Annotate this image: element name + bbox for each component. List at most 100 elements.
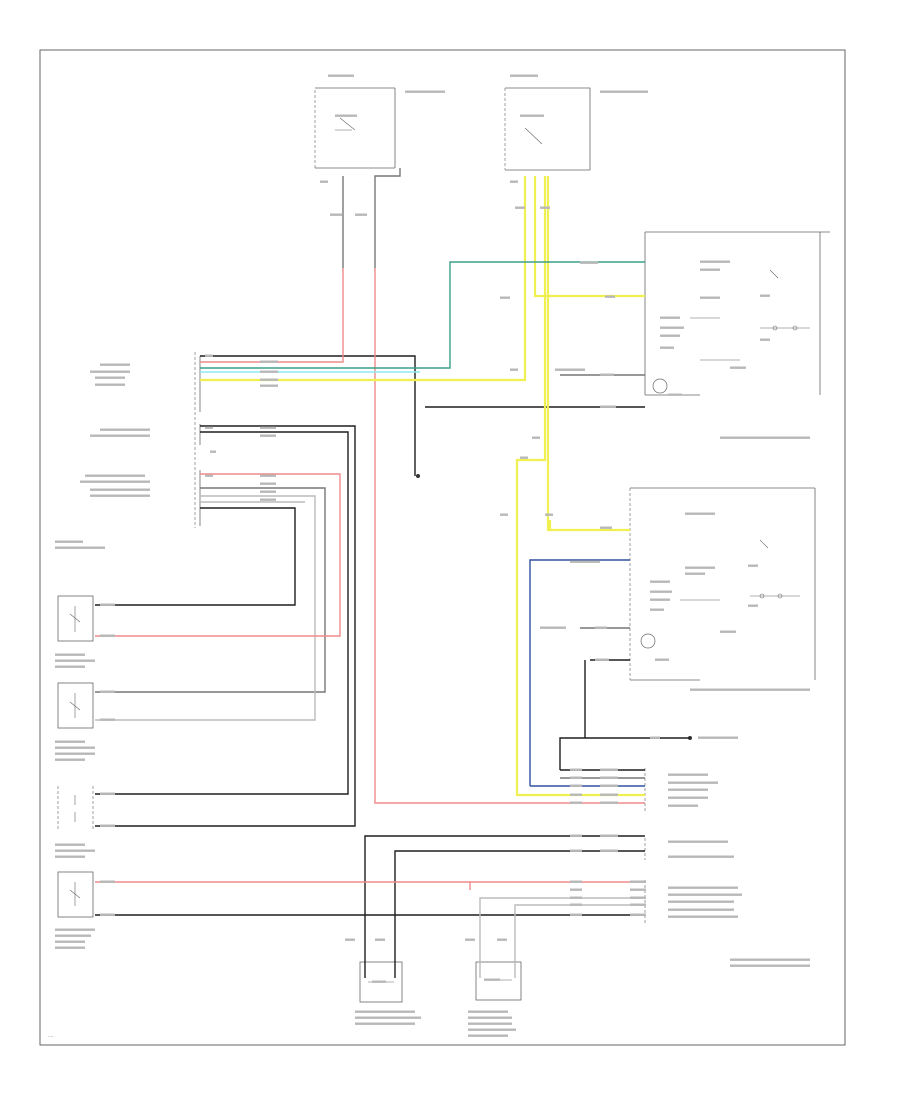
label-mark-55: [55, 849, 95, 852]
label-mark-136: [668, 900, 734, 903]
label-mark-139: [730, 958, 810, 961]
label-mark-127: [570, 903, 582, 906]
wire-black-6: [364, 835, 645, 978]
label-mark-66: [660, 334, 680, 337]
label-mark-119: [570, 849, 582, 852]
label-mark-120: [600, 834, 618, 837]
label-mark-129: [630, 880, 646, 883]
label-mark-65: [660, 326, 684, 329]
label-mark-27: [210, 450, 216, 453]
wire-black-3: [95, 431, 349, 795]
label-mark-56: [55, 855, 85, 858]
label-mark-41: [100, 690, 115, 693]
wire-yellow-30: [546, 176, 630, 532]
label-mark-70: [760, 294, 770, 297]
label-mark-84: [600, 526, 612, 529]
label-mark-125: [570, 888, 582, 891]
label-mark-42: [100, 718, 115, 721]
page-reference: ....: [48, 1034, 54, 1039]
wire-red-22: [200, 268, 344, 363]
wire-green-32: [200, 261, 645, 369]
label-mark-152: [468, 1022, 512, 1025]
label-mark-107: [570, 801, 582, 804]
label-mark-85: [685, 512, 715, 515]
label-mark-64: [660, 316, 680, 319]
label-mark-75: [555, 368, 585, 371]
label-mark-53: [55, 758, 85, 761]
driver-seat-control-module: [194, 352, 201, 528]
label-mark-91: [650, 608, 664, 611]
label-mark-60: [55, 946, 85, 949]
label-mark-143: [465, 938, 475, 941]
diagram-frame: [39, 49, 846, 1046]
label-mark-6: [520, 114, 544, 117]
label-mark-8: [510, 180, 518, 183]
label-mark-69: [668, 393, 682, 396]
label-mark-144: [497, 938, 507, 941]
label-mark-20: [260, 378, 278, 381]
label-mark-49: [55, 665, 85, 668]
label-mark-97: [540, 626, 566, 629]
label-mark-131: [630, 896, 646, 899]
label-mark-80: [532, 436, 540, 439]
wire-layer: [95, 168, 690, 978]
label-mark-89: [650, 590, 672, 593]
passenger-presence-sensor: [475, 961, 522, 1001]
label-mark-1: [328, 74, 354, 77]
label-mark-19: [260, 370, 278, 373]
label-mark-95: [748, 604, 758, 607]
label-mark-153: [468, 1028, 516, 1031]
label-mark-15: [95, 376, 125, 379]
label-mark-51: [55, 746, 95, 749]
label-mark-50: [55, 740, 85, 743]
label-mark-146: [484, 978, 500, 981]
label-mark-142: [375, 938, 385, 941]
label-mark-23: [90, 434, 150, 437]
label-mark-74: [500, 296, 510, 299]
label-mark-30: [90, 488, 150, 491]
label-mark-115: [668, 788, 708, 791]
wire-gray-20: [374, 168, 401, 268]
label-mark-145: [372, 980, 386, 983]
label-mark-28: [85, 474, 145, 477]
label-mark-17: [205, 354, 213, 357]
label-mark-18: [260, 360, 278, 363]
label-mark-76: [600, 373, 614, 376]
label-mark-52: [55, 752, 95, 755]
label-mark-40: [100, 634, 115, 637]
label-mark-116: [668, 796, 708, 799]
label-mark-137: [668, 908, 734, 911]
label-mark-111: [600, 793, 618, 796]
label-mark-104: [570, 776, 582, 779]
label-mark-59: [55, 940, 85, 943]
wire-red-24: [95, 473, 341, 637]
label-mark-4: [600, 90, 648, 93]
label-mark-150: [468, 1010, 508, 1013]
wire-light-16: [514, 904, 645, 978]
top-left-fuse-block: [314, 87, 396, 169]
label-mark-16: [95, 383, 125, 386]
label-mark-122: [668, 840, 728, 843]
label-mark-81: [520, 456, 528, 459]
label-mark-45: [100, 880, 115, 883]
label-mark-22: [100, 428, 150, 431]
label-mark-114: [668, 781, 718, 784]
wire-light-13: [95, 495, 316, 721]
label-mark-83: [545, 513, 553, 516]
label-mark-35: [260, 490, 276, 493]
label-mark-32: [205, 474, 213, 477]
label-mark-87: [685, 572, 705, 575]
label-mark-138: [668, 915, 738, 918]
label-mark-118: [570, 834, 582, 837]
label-mark-90: [650, 598, 670, 601]
label-mark-121: [600, 849, 618, 852]
label-mark-67: [660, 346, 674, 349]
label-mark-134: [668, 886, 738, 889]
label-mark-135: [668, 893, 742, 896]
front-passenger-seat-element: [57, 871, 94, 918]
label-mark-151: [468, 1016, 512, 1019]
label-mark-21: [260, 384, 278, 387]
label-mark-7: [320, 180, 328, 183]
label-mark-33: [260, 474, 276, 477]
wire-black-9: [559, 737, 690, 770]
